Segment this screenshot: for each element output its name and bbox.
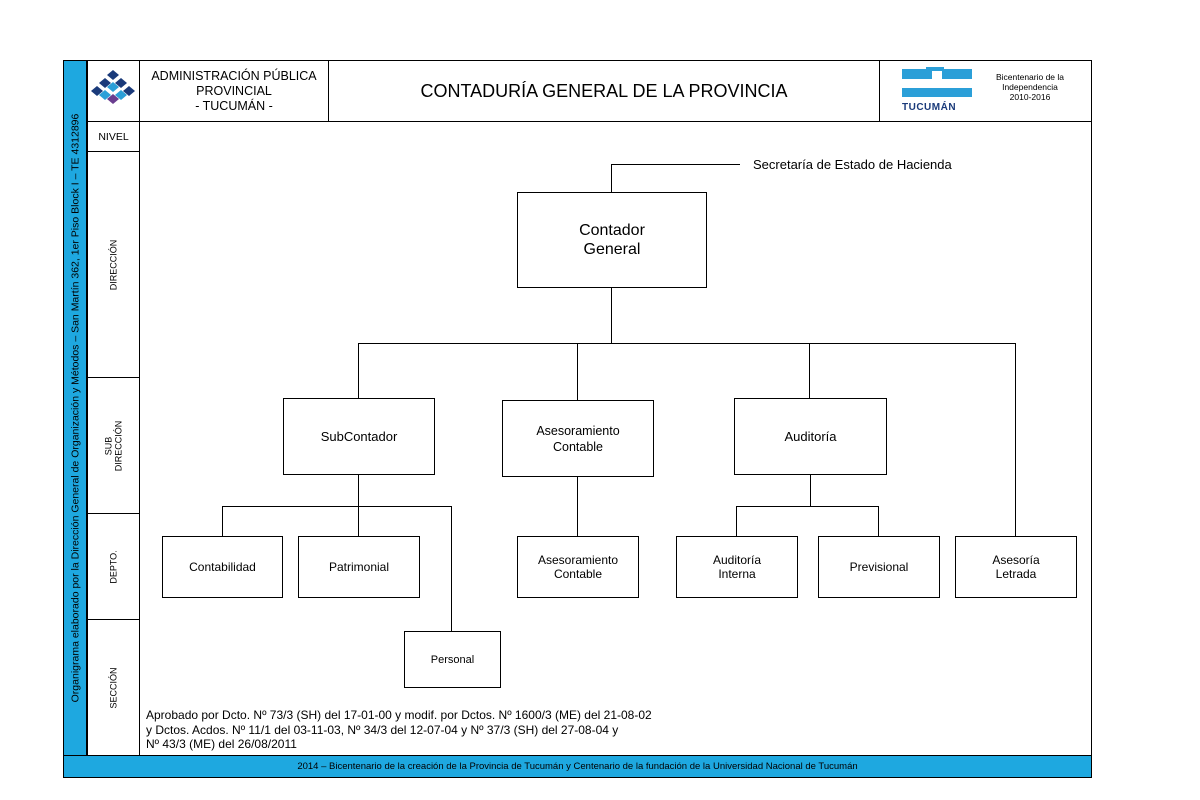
page-title: CONTADURÍA GENERAL DE LA PROVINCIA	[329, 62, 879, 120]
org-box-asesoramiento-contable-sub: Asesoramiento Contable	[502, 400, 654, 477]
level-divider-4	[88, 619, 140, 620]
level-header-text: NIVEL	[98, 130, 129, 143]
org-box-personal: Personal	[404, 631, 501, 688]
header-admin: ADMINISTRACIÓN PÚBLICA PROVINCIAL - TUCU…	[140, 62, 328, 120]
org-box-asesoria-letrada-label: Asesoría Letrada	[992, 553, 1040, 581]
sidebar-band	[63, 60, 87, 756]
org-box-patrimonial: Patrimonial	[298, 536, 420, 598]
footer-text: 2014 – Bicentenario de la creación de la…	[297, 761, 858, 772]
org-box-contabilidad: Contabilidad	[162, 536, 283, 598]
org-box-auditoria: Auditoría	[734, 398, 887, 475]
org-box-contador-general-label: Contador General	[579, 222, 645, 258]
org-box-previsional: Previsional	[818, 536, 940, 598]
bicentenario-text: Bicentenario de la Independencia 2010-20…	[995, 72, 1065, 102]
org-box-personal-label: Personal	[430, 653, 475, 666]
org-box-auditoria-interna: Auditoría Interna	[676, 536, 798, 598]
org-box-contador-general: Contador General	[517, 192, 707, 288]
tucuman-logo-text: TUCUMÁN	[902, 102, 957, 113]
org-box-subcontador: SubContador	[283, 398, 435, 475]
organization-logo	[88, 62, 139, 120]
approval-note: Aprobado por Dcto. Nº 73/3 (SH) del 17-0…	[146, 708, 652, 751]
org-box-auditoria-label: Auditoría	[784, 429, 837, 444]
header-divider-logo	[879, 60, 880, 122]
header-admin-text: ADMINISTRACIÓN PÚBLICA PROVINCIAL - TUCU…	[151, 68, 317, 113]
level-divider-2	[88, 377, 140, 378]
org-box-asesoramiento-contable-sub-label: Asesoramiento Contable	[536, 423, 620, 454]
level-column-divider	[139, 60, 140, 756]
secretaria-label: Secretaría de Estado de Hacienda	[753, 157, 952, 172]
header-divider-admin	[328, 60, 329, 122]
org-box-patrimonial-label: Patrimonial	[328, 560, 390, 574]
org-box-asesoria-letrada: Asesoría Letrada	[955, 536, 1077, 598]
org-box-asesoramiento-contable-depto-label: Asesoramiento Contable	[537, 553, 619, 581]
level-header: NIVEL	[88, 122, 139, 151]
bicentenario-note: Bicentenario de la Independencia 2010-20…	[982, 62, 1078, 112]
org-box-auditoria-interna-label: Auditoría Interna	[712, 553, 762, 581]
tucuman-logo: TUCUMÁN	[898, 66, 976, 116]
header-divider	[87, 121, 1092, 122]
org-box-contabilidad-label: Contabilidad	[189, 560, 256, 574]
org-box-subcontador-label: SubContador	[320, 429, 398, 444]
footer-band: 2014 – Bicentenario de la creación de la…	[63, 755, 1092, 778]
level-divider-3	[88, 513, 140, 514]
org-box-asesoramiento-contable-depto: Asesoramiento Contable	[517, 536, 639, 598]
page-title-text: CONTADURÍA GENERAL DE LA PROVINCIA	[420, 80, 788, 101]
level-divider-1	[88, 151, 140, 152]
org-box-previsional-label: Previsional	[849, 560, 909, 574]
